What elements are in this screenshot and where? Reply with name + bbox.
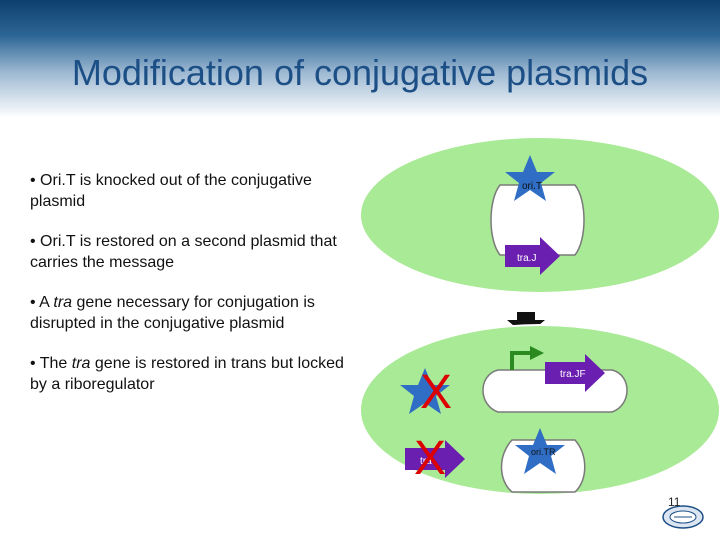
promoter-icon: [510, 346, 544, 370]
x-mark-tra: X: [414, 432, 446, 485]
down-arrow-icon: [507, 312, 545, 336]
bottom-message-plasmid: [500, 439, 586, 493]
arrow-icon: [405, 440, 465, 478]
star-icon: [505, 155, 555, 201]
top-oriT-label: ori.T: [522, 181, 542, 192]
top-plasmid: [490, 184, 585, 256]
page-number: 11: [668, 495, 681, 509]
university-seal-icon: [662, 505, 704, 529]
star-icon: [515, 428, 565, 474]
bullet-tra-disrupted: • A tra gene necessary for conjugation i…: [30, 294, 315, 332]
bullet-oriT-restored: • Ori.T is restored on a second plasmid …: [30, 233, 337, 271]
bullet-oriT-knockout: • Ori.T is knocked out of the conjugativ…: [30, 172, 312, 210]
oriTR-label: ori.TR: [531, 447, 556, 457]
x-mark-oriT: X: [420, 366, 452, 419]
slide-title: Modification of conjugative plasmids: [71, 52, 649, 93]
arrow-icon: [545, 354, 605, 392]
traJF-label: tra.JF: [560, 369, 586, 380]
header-band: [0, 0, 720, 118]
top-traJ-label: tra.J: [517, 253, 536, 264]
star-icon: [400, 368, 450, 414]
arrow-icon: [505, 237, 560, 275]
bottom-tra-label: tra: [420, 456, 432, 467]
bullet-list: • Ori.T is knocked out of the conjugativ…: [30, 170, 360, 414]
bullet-tra-restored: • The tra gene is restored in trans but …: [30, 355, 344, 393]
